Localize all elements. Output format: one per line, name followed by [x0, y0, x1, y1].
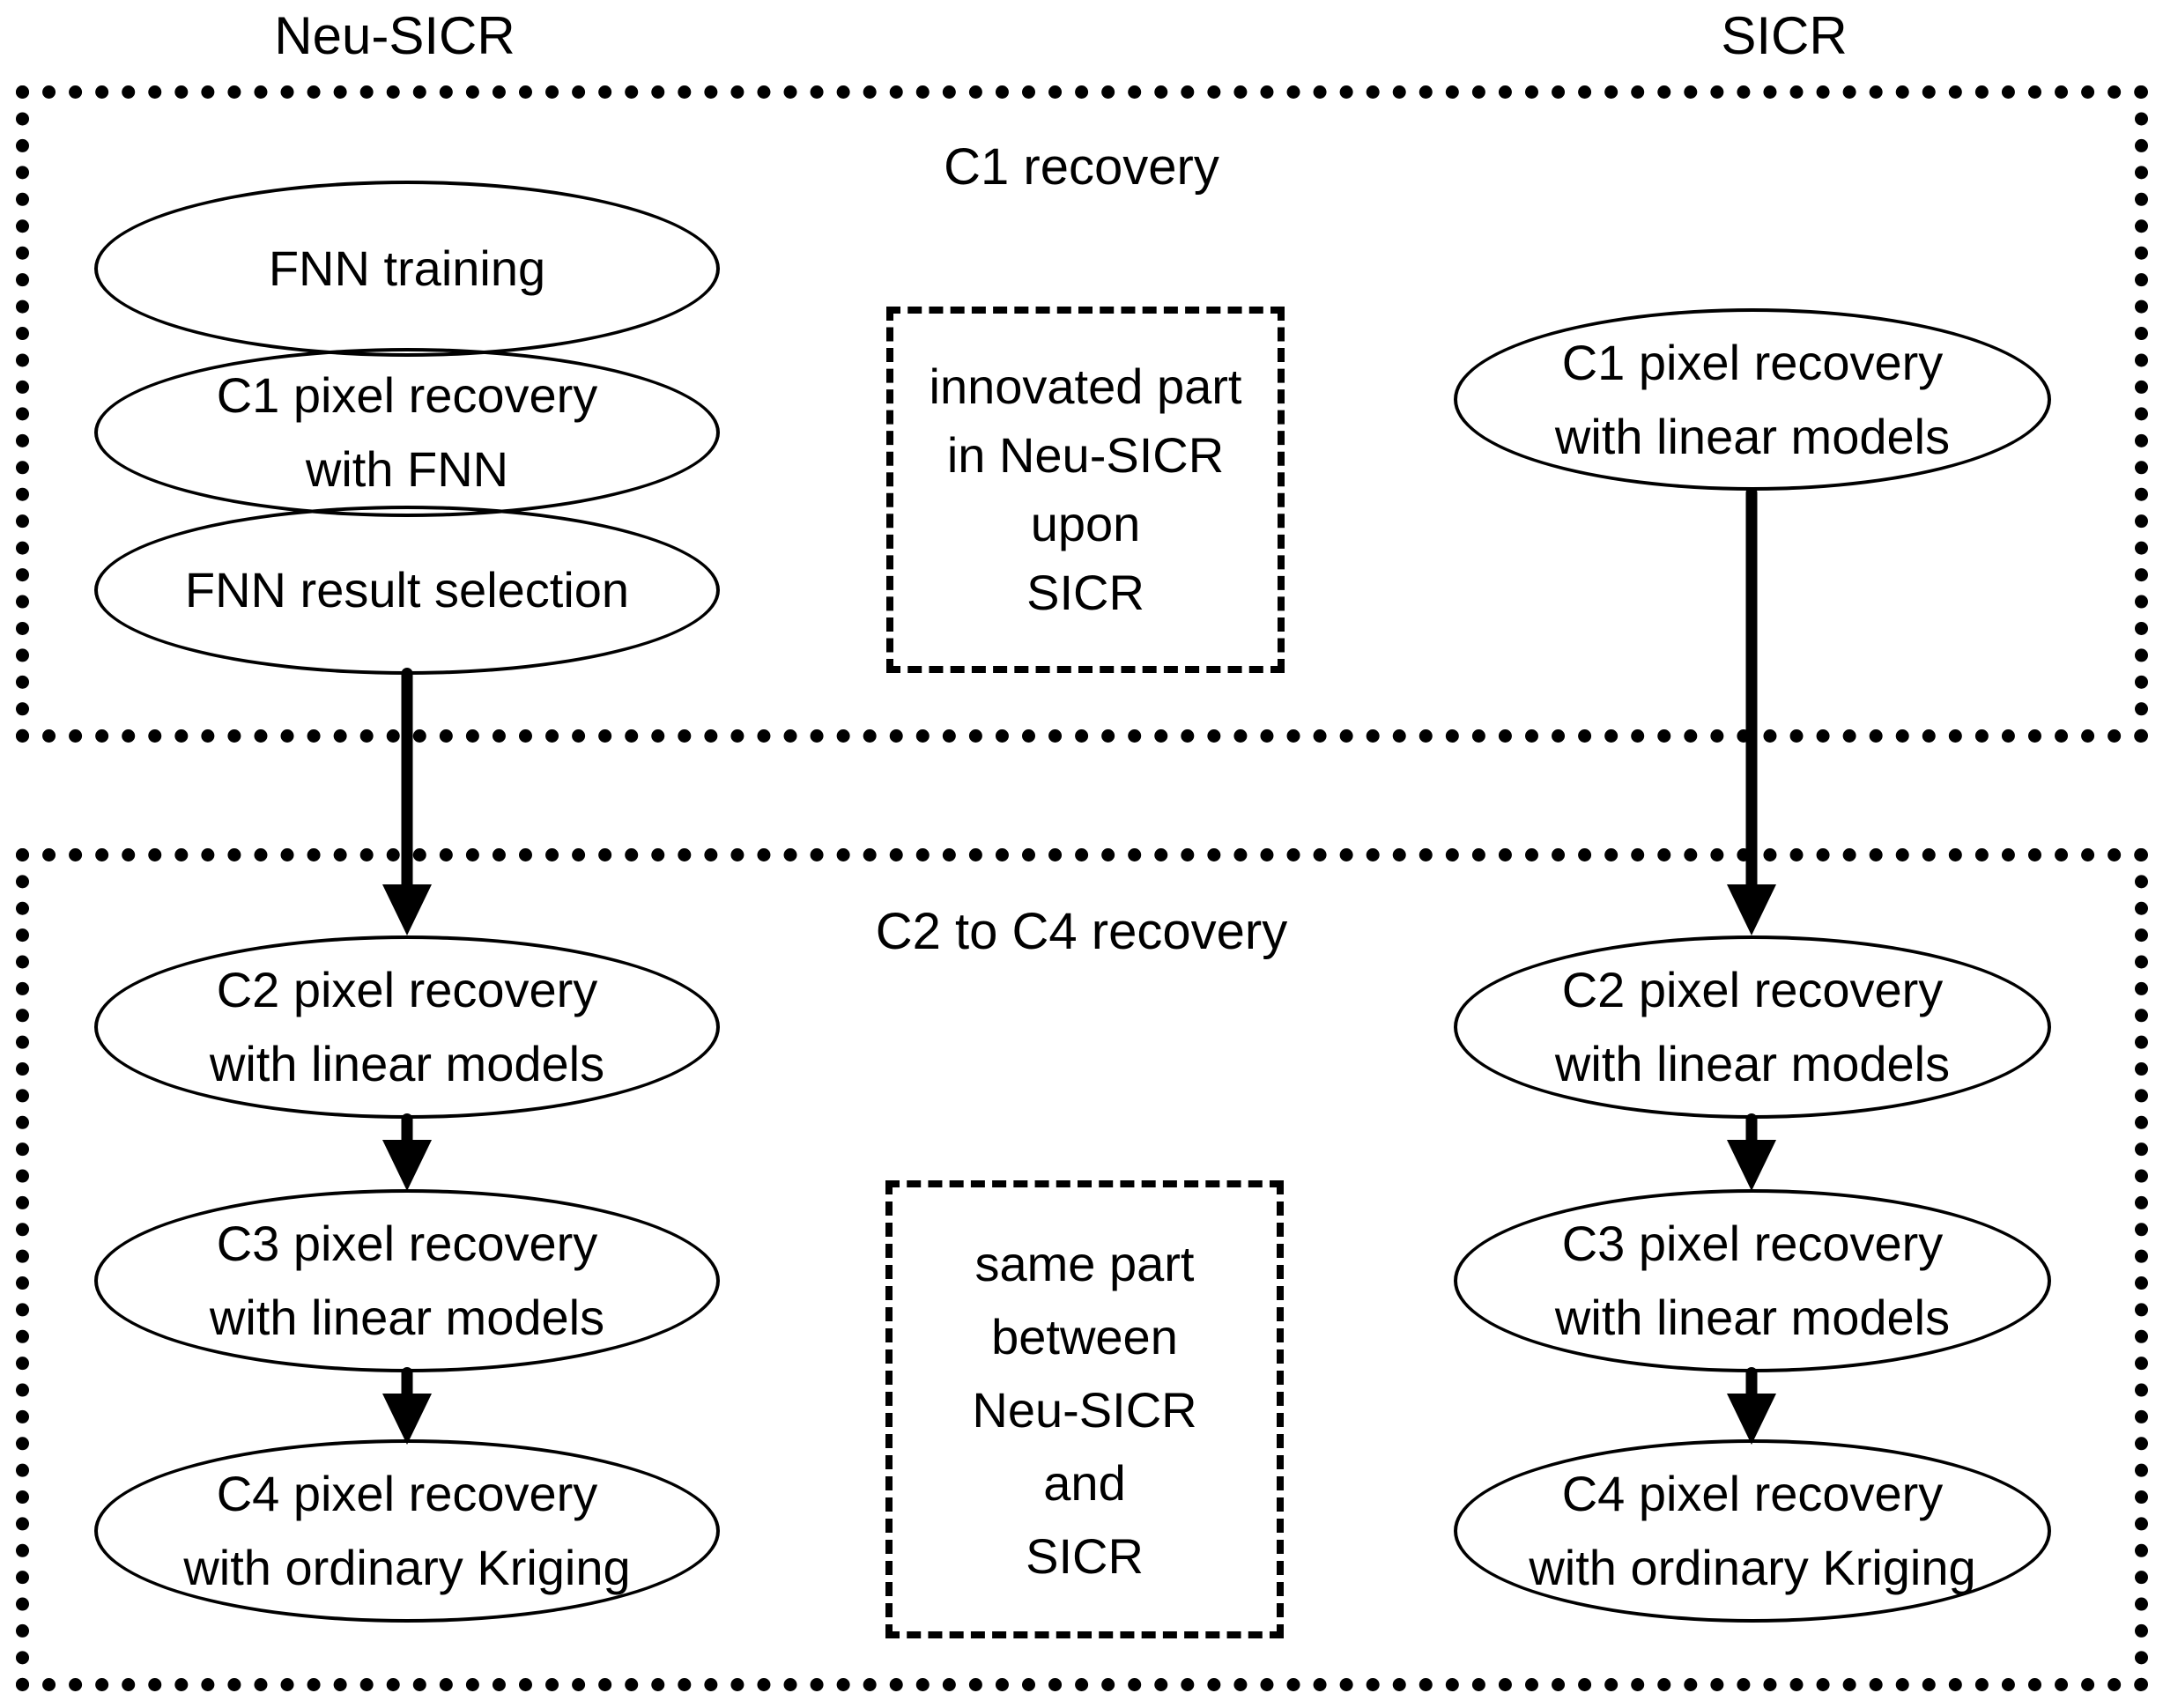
node-label: C2 pixel recovery	[1561, 962, 1944, 1017]
node-sicr-c1-recovery: C1 pixel recovery with linear models	[1454, 308, 2051, 491]
column-header-neu-sicr: Neu-SICR	[274, 6, 515, 65]
node-label: C2 pixel recovery	[216, 962, 598, 1017]
node-c1-recovery-with-fnn: C1 pixel recovery with FNN	[94, 348, 720, 517]
node-label: with FNN	[305, 441, 509, 497]
section-title-c1-recovery: C1 recovery	[944, 138, 1219, 196]
arrow-sicr-c3-to-c4	[1727, 1367, 1776, 1445]
innovated-part-note-box: innovated part in Neu-SICR upon SICR	[886, 307, 1285, 673]
arrow-neu-c3-to-c4	[382, 1367, 432, 1445]
node-label: FNN training	[268, 240, 546, 296]
note-line: Neu-SICR	[972, 1381, 1197, 1438]
arrow-shaft	[401, 1113, 413, 1142]
node-label: C1 pixel recovery	[216, 367, 598, 423]
arrow-shaft	[1745, 1113, 1758, 1142]
c1-recovery-section-box	[16, 85, 2148, 743]
arrow-fnn-selection-to-c2	[382, 668, 432, 935]
section-title-c2-c4-recovery: C2 to C4 recovery	[875, 903, 1288, 960]
arrow-head	[1727, 1140, 1776, 1191]
arrow-head	[1727, 1394, 1776, 1445]
note-line: and	[1043, 1454, 1126, 1511]
node-label: with linear models	[209, 1036, 605, 1091]
note-line: between	[991, 1308, 1178, 1364]
note-line: SICR	[1026, 565, 1144, 620]
arrow-shaft	[1745, 487, 1758, 886]
arrow-sicr-c1-to-c2	[1727, 487, 1776, 935]
arrow-head	[1727, 884, 1776, 935]
same-part-note-box: same part between Neu-SICR and SICR	[885, 1180, 1284, 1638]
note-line: innovated part	[929, 359, 1242, 414]
note-line: upon	[1030, 496, 1141, 551]
note-line: same part	[974, 1235, 1195, 1291]
node-label: with linear models	[1554, 1290, 1951, 1345]
node-fnn-result-selection: FNN result selection	[94, 506, 720, 675]
arrow-shaft	[401, 668, 413, 886]
node-neu-c3-recovery: C3 pixel recovery with linear models	[94, 1189, 720, 1372]
arrow-head	[382, 884, 432, 935]
arrow-shaft	[1745, 1367, 1758, 1395]
node-neu-c2-recovery: C2 pixel recovery with linear models	[94, 935, 720, 1119]
node-sicr-c4-recovery: C4 pixel recovery with ordinary Kriging	[1454, 1439, 2051, 1623]
arrow-shaft	[401, 1367, 413, 1395]
node-label: with ordinary Kriging	[183, 1540, 631, 1595]
node-label: C4 pixel recovery	[216, 1466, 598, 1521]
note-line: in Neu-SICR	[946, 427, 1225, 483]
node-label: with linear models	[1554, 1036, 1951, 1091]
column-header-sicr: SICR	[1721, 6, 1848, 65]
node-label: with ordinary Kriging	[1529, 1540, 1976, 1595]
arrow-neu-c2-to-c3	[382, 1113, 432, 1191]
arrow-head	[382, 1140, 432, 1191]
node-label: C3 pixel recovery	[1561, 1216, 1944, 1271]
c2-c4-recovery-section-box	[16, 848, 2148, 1691]
node-label: C3 pixel recovery	[216, 1216, 598, 1271]
arrow-sicr-c2-to-c3	[1727, 1113, 1776, 1191]
arrow-head	[382, 1394, 432, 1445]
node-sicr-c3-recovery: C3 pixel recovery with linear models	[1454, 1189, 2051, 1372]
note-line: SICR	[1026, 1527, 1144, 1584]
node-label: C1 pixel recovery	[1561, 334, 1944, 390]
node-label: with linear models	[209, 1290, 605, 1345]
node-sicr-c2-recovery: C2 pixel recovery with linear models	[1454, 935, 2051, 1119]
node-fnn-training: FNN training	[94, 181, 720, 357]
node-label: C4 pixel recovery	[1561, 1466, 1944, 1521]
node-label: with linear models	[1554, 408, 1951, 464]
node-label: FNN result selection	[184, 562, 630, 617]
node-neu-c4-recovery: C4 pixel recovery with ordinary Kriging	[94, 1439, 720, 1623]
